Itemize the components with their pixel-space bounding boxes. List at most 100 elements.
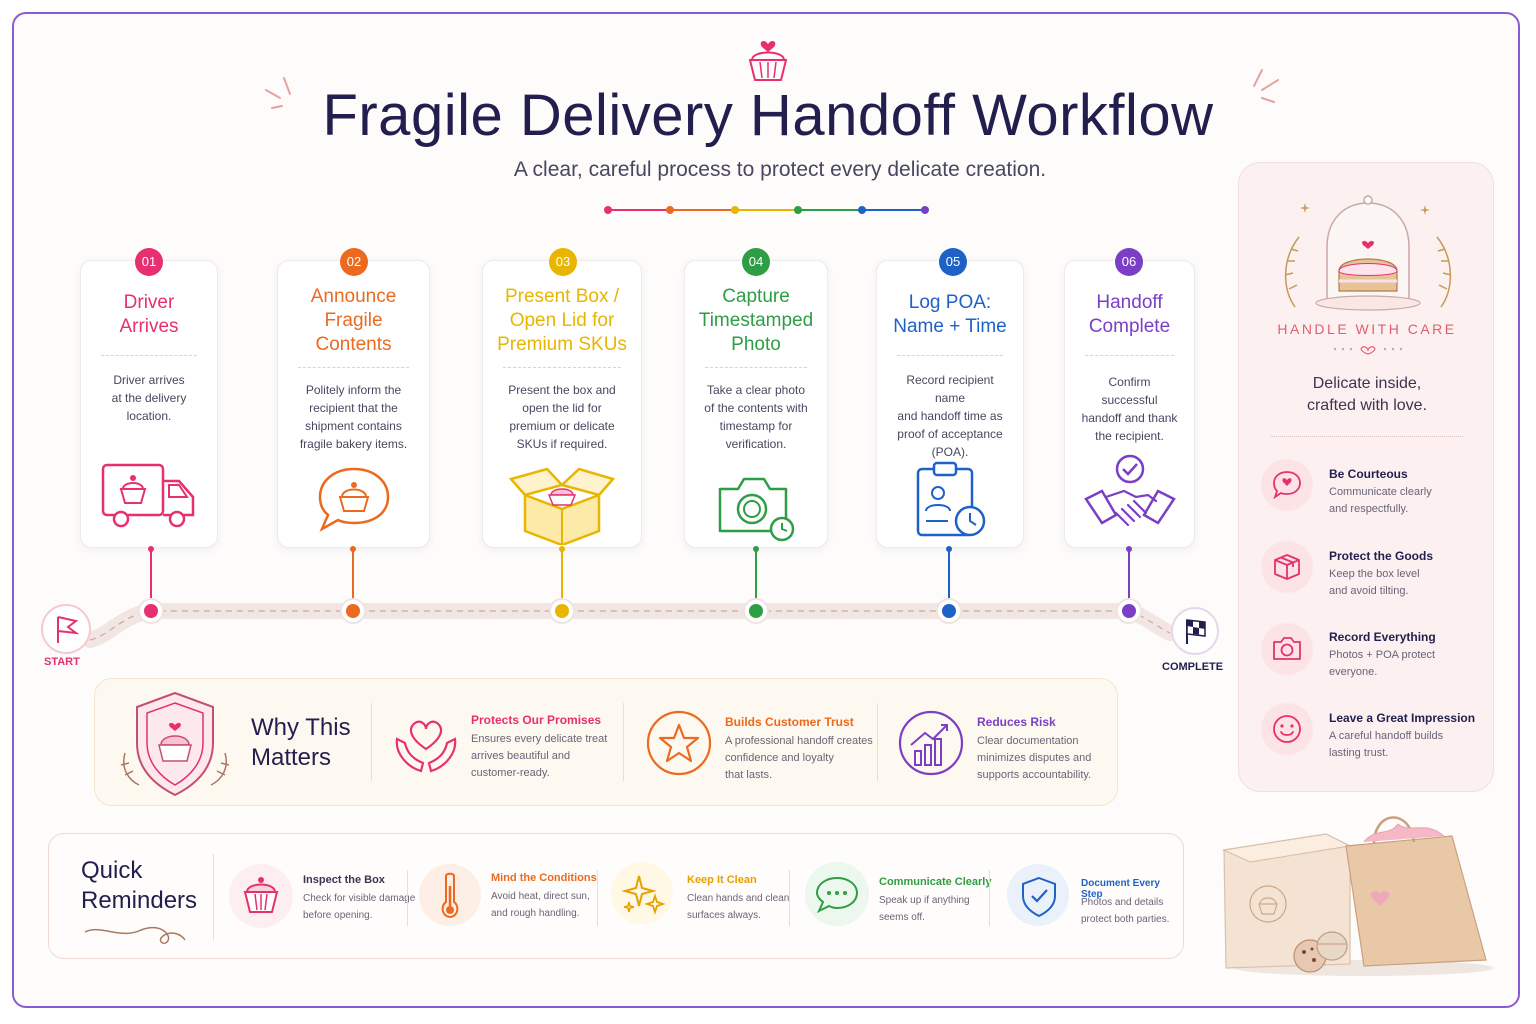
star-icon bbox=[646, 710, 712, 776]
step-3-desc-line: Present the box and bbox=[508, 383, 616, 397]
step-2-desc-line: recipient that the bbox=[309, 401, 398, 415]
why-item-1-desc: customer-ready. bbox=[471, 767, 550, 779]
quick-item-1-desc: before opening. bbox=[303, 910, 373, 921]
step-5-desc-line: Record recipient name bbox=[906, 373, 994, 405]
step-3-title-line: Premium SKUs bbox=[497, 334, 627, 355]
cupcake-icon bbox=[243, 877, 279, 913]
why-item-3-desc: minimizes disputes and bbox=[977, 752, 1092, 764]
step-6-desc-line: handoff and thank bbox=[1081, 411, 1178, 425]
step-card-5: Log POA: Name + Time Record recipient na… bbox=[876, 260, 1024, 548]
quick-item-4-desc: Speak up if anything bbox=[879, 895, 970, 906]
side-item-3-desc: Photos + POA protect bbox=[1329, 649, 1436, 661]
side-item-3-title: Record Everything bbox=[1329, 630, 1436, 644]
bakery-box-bag-illustration bbox=[1221, 816, 1494, 976]
camera-clock-icon bbox=[718, 477, 795, 542]
step-5-title-line: Log POA: bbox=[908, 292, 992, 313]
quick-item-5-desc: Photos and details bbox=[1081, 897, 1164, 908]
quick-item-3-title: Keep It Clean bbox=[687, 874, 757, 886]
side-tagline-line: Delicate inside, bbox=[1312, 375, 1422, 392]
shield-check-icon bbox=[1022, 876, 1056, 918]
quick-item-1-desc: Check for visible damage bbox=[303, 893, 416, 904]
step-6-desc-line: Confirm successful bbox=[1101, 375, 1158, 407]
step-2-desc-line: Politely inform the bbox=[305, 383, 402, 397]
page-subtitle: A clear, careful process to protect ever… bbox=[513, 158, 1047, 181]
why-item-3-desc: Clear documentation bbox=[977, 735, 1079, 747]
step-card-6: Handoff Complete Confirm successful hand… bbox=[1064, 260, 1195, 548]
sparkle-lines-right-icon bbox=[1253, 69, 1279, 103]
step-6-title-line: Complete bbox=[1088, 316, 1171, 337]
color-dots-divider bbox=[604, 206, 929, 214]
step-4-title-line: Timestamped bbox=[698, 310, 814, 331]
clipboard-clock-icon bbox=[916, 461, 986, 537]
side-icon-bg bbox=[1261, 703, 1313, 755]
cake-dome-icon bbox=[1284, 195, 1452, 311]
step-5-desc-line: proof of acceptance bbox=[897, 427, 1003, 441]
step-2-badge: 02 bbox=[340, 248, 368, 276]
why-item-2-desc: confidence and loyalty bbox=[725, 752, 834, 764]
step-card-3: Present Box / Open Lid for Premium SKUs … bbox=[482, 260, 642, 548]
step-2-desc-line: fragile bakery items. bbox=[299, 437, 408, 451]
sparkles-icon bbox=[621, 875, 665, 915]
step-1-title-line: Driver bbox=[123, 292, 175, 313]
side-item-4-title: Leave a Great Impression bbox=[1329, 711, 1476, 725]
side-tagline-line: crafted with love. bbox=[1306, 397, 1428, 414]
side-item-3-desc: everyone. bbox=[1329, 666, 1378, 678]
step-6-desc-line: the recipient. bbox=[1095, 429, 1164, 443]
step-3-title-line: Present Box / bbox=[504, 286, 620, 307]
why-item-3-title: Reduces Risk bbox=[977, 715, 1056, 729]
step-5-title-line: Name + Time bbox=[893, 316, 1007, 337]
chat-bubble-icon bbox=[815, 876, 859, 914]
quick-item-3-desc: Clean hands and clean bbox=[687, 893, 790, 904]
finish-flag-icon bbox=[1171, 607, 1219, 655]
step-2-title-line: Contents bbox=[315, 334, 392, 355]
timeline-start-label: START bbox=[44, 656, 80, 668]
step-4-badge: 04 bbox=[742, 248, 770, 276]
step-4-desc-line: timestamp for bbox=[719, 419, 793, 433]
handshake-check-icon bbox=[1083, 454, 1176, 527]
quick-reminders-panel: Quick Reminders Inspect the Box Check fo… bbox=[48, 833, 1184, 959]
quick-item-2-desc: Avoid heat, direct sun, bbox=[491, 891, 590, 902]
step-4-desc-line: of the contents with bbox=[704, 401, 808, 415]
side-item-4-desc: lasting trust. bbox=[1329, 747, 1389, 759]
handle-with-care-panel: HANDLE WITH CARE Delicate inside, crafte… bbox=[1238, 162, 1494, 792]
why-item-1-desc: Ensures every delicate treat bbox=[471, 733, 608, 745]
step-card-4: Capture Timestamped Photo Take a clear p… bbox=[684, 260, 828, 548]
step-5-desc-line: (POA). bbox=[931, 445, 969, 459]
side-item-1-title: Be Courteous bbox=[1329, 467, 1408, 481]
start-flag-icon bbox=[41, 604, 91, 654]
step-3-badge: 03 bbox=[549, 248, 577, 276]
step-1-badge: 01 bbox=[135, 248, 163, 276]
side-item-4-desc: A careful handoff builds bbox=[1329, 730, 1444, 742]
why-item-1-desc: arrives beautiful and bbox=[471, 750, 571, 762]
step-4-desc-line: Take a clear photo bbox=[706, 383, 806, 397]
step-4-title-line: Photo bbox=[731, 334, 781, 355]
step-3-desc-line: open the lid for bbox=[522, 401, 602, 415]
quick-item-1-title: Inspect the Box bbox=[303, 874, 385, 886]
step-1-desc-line: Driver arrives bbox=[113, 373, 185, 387]
step-card-2: Announce Fragile Contents Politely infor… bbox=[277, 260, 430, 548]
side-item-2-desc: Keep the box level bbox=[1329, 568, 1420, 580]
side-item-1-desc: Communicate clearly bbox=[1329, 486, 1432, 498]
heart-hands-icon bbox=[395, 720, 457, 773]
swirl-decoration-icon bbox=[84, 926, 186, 945]
quick-item-3-desc: surfaces always. bbox=[687, 910, 761, 921]
step-1-title-line: Arrives bbox=[119, 316, 179, 337]
quick-title-line: Quick bbox=[81, 857, 143, 884]
why-title-line: Matters bbox=[251, 744, 332, 771]
growth-chart-icon bbox=[898, 710, 964, 776]
why-item-1-title: Protects Our Promises bbox=[471, 713, 602, 727]
step-4-title-line: Capture bbox=[722, 286, 790, 307]
step-2-desc-line: shipment contains bbox=[305, 419, 402, 433]
cupcake-logo-icon bbox=[748, 40, 788, 81]
step-6-title-line: Handoff bbox=[1096, 292, 1163, 313]
quick-item-2-desc: and rough handling. bbox=[491, 908, 580, 919]
quick-item-5-desc: protect both parties. bbox=[1081, 914, 1170, 925]
heart-ornament-icon bbox=[1333, 346, 1403, 355]
step-1-desc-line: location. bbox=[126, 409, 172, 423]
heart-chat-icon bbox=[1273, 471, 1301, 500]
step-card-1: Driver Arrives Driver arrives at the del… bbox=[80, 260, 218, 548]
step-2-title-line: Fragile bbox=[324, 310, 383, 331]
why-this-matters-panel: Why This Matters Protects Our Promises E… bbox=[94, 678, 1118, 806]
step-3-desc-line: premium or delicate bbox=[509, 419, 615, 433]
why-item-3-desc: supports accountability. bbox=[977, 769, 1092, 781]
